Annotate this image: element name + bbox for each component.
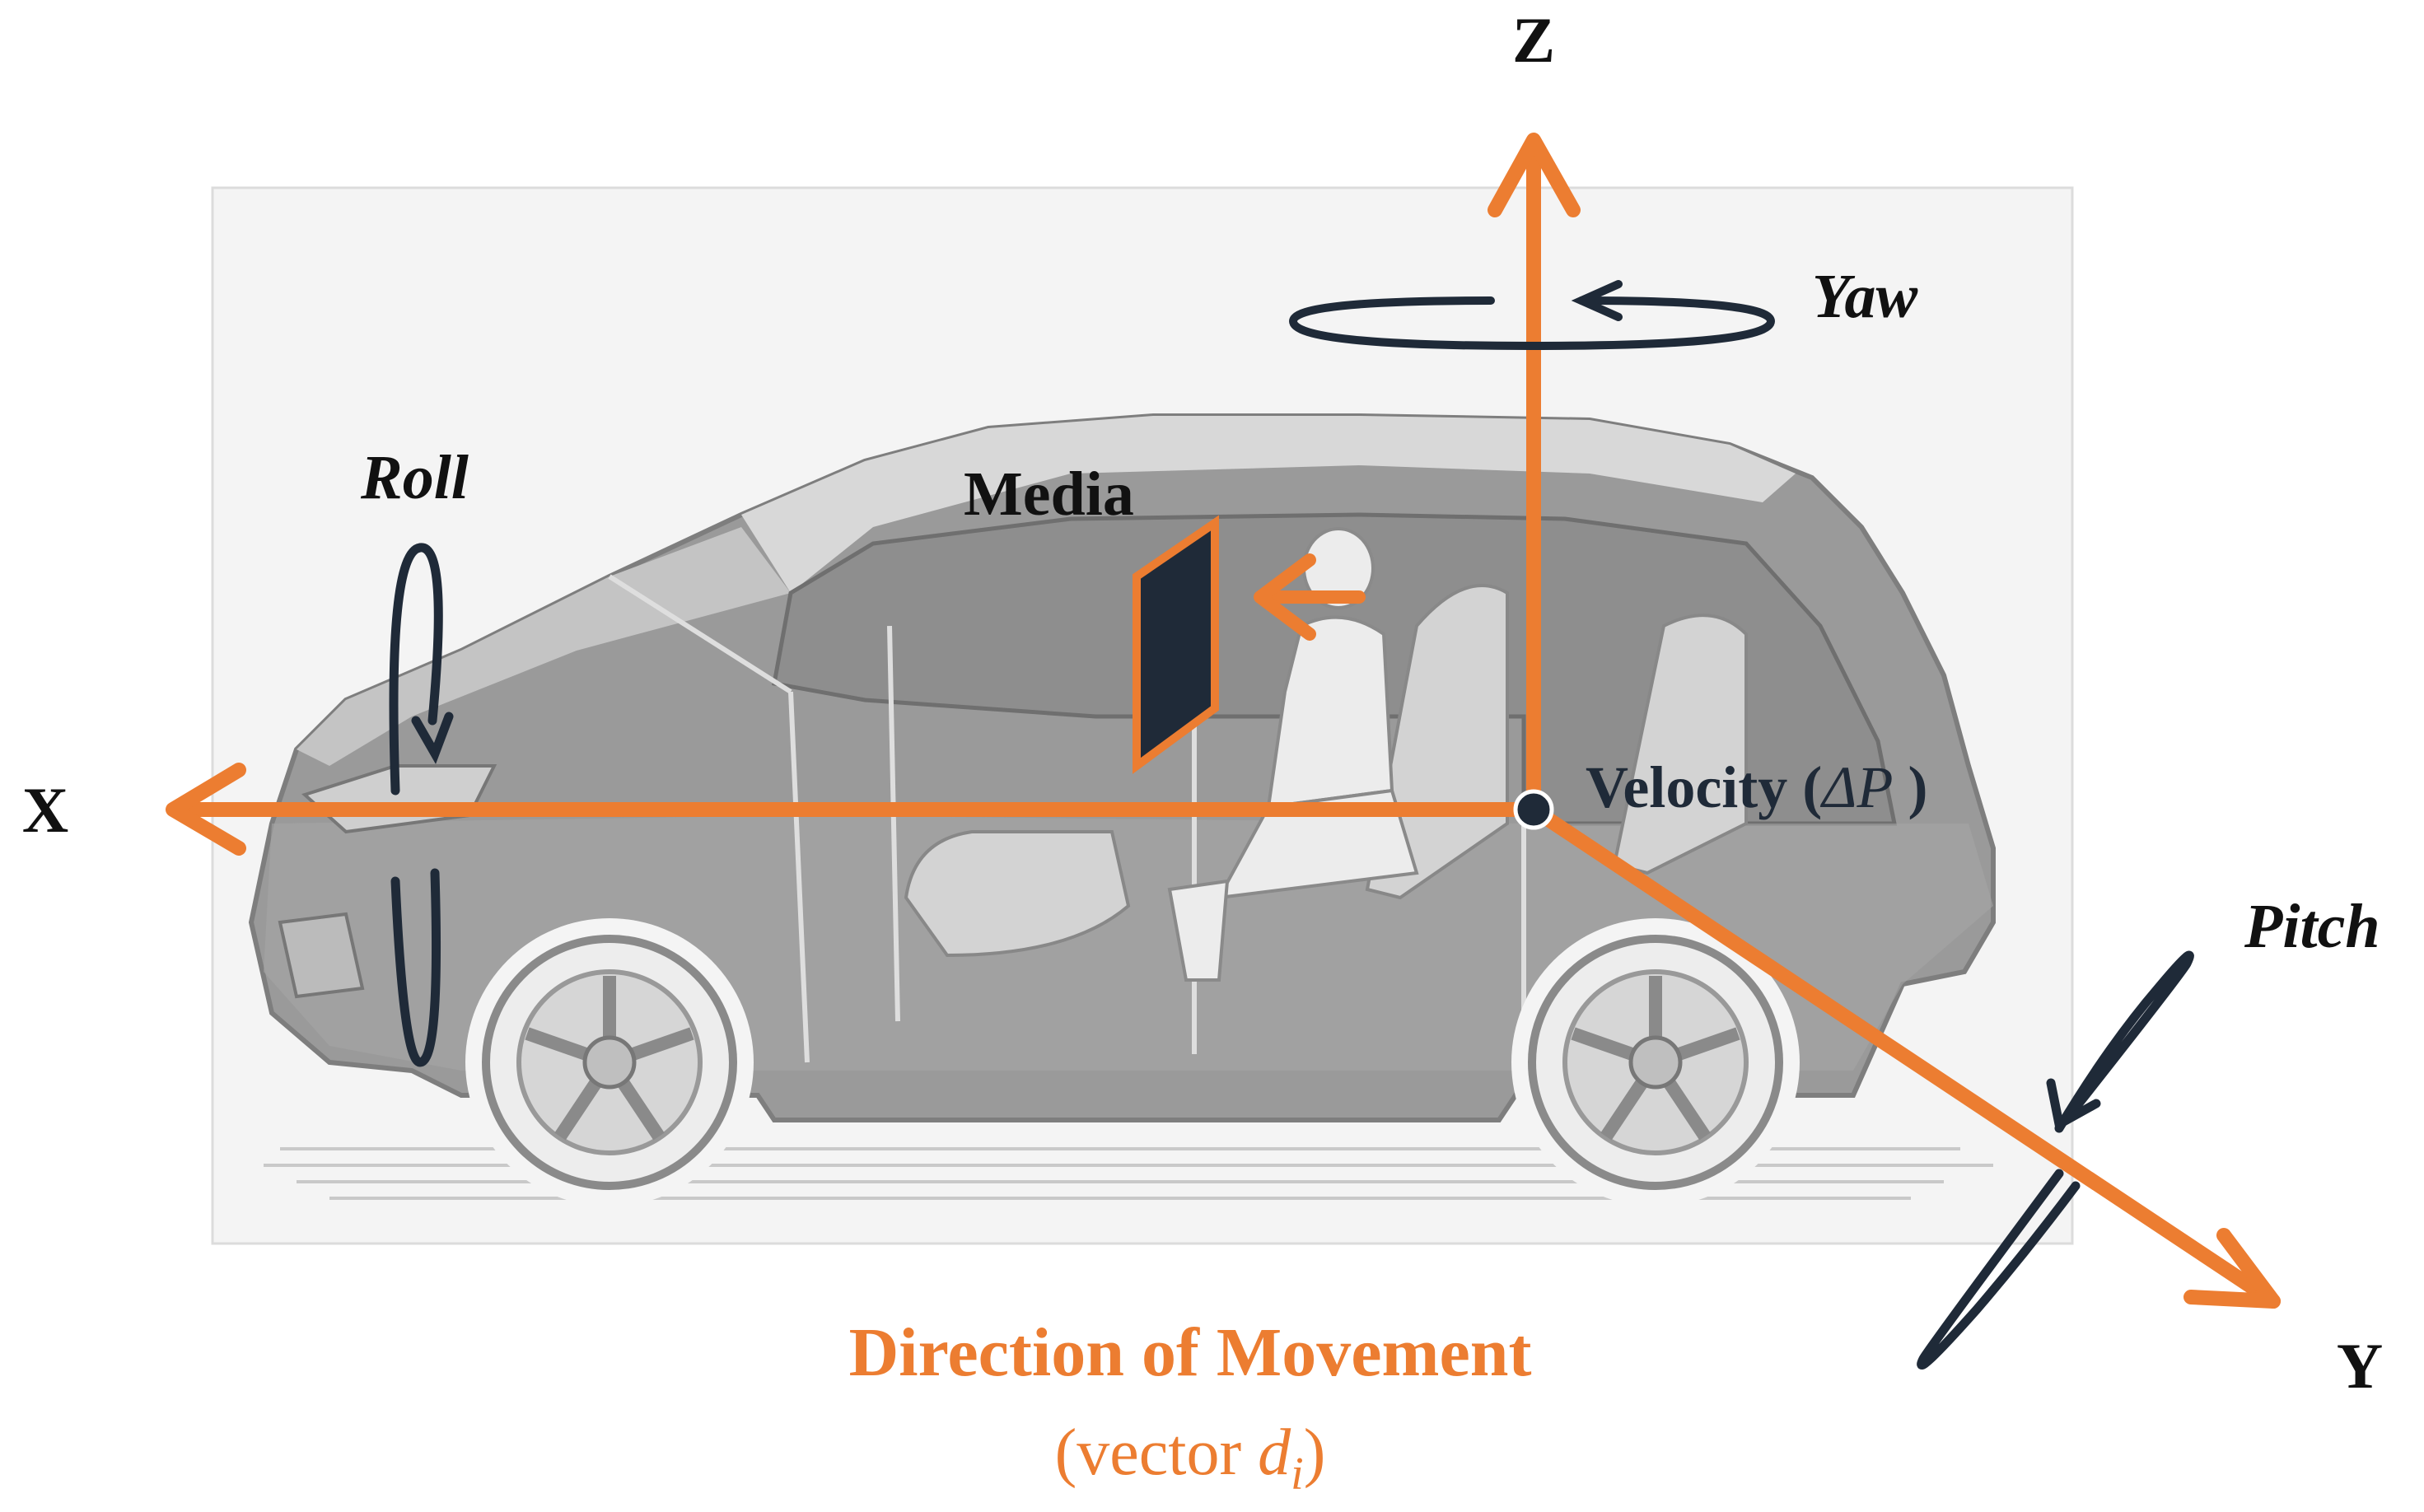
front-wheel: [465, 918, 754, 1206]
pitch-label: Pitch: [2244, 892, 2380, 961]
direction-title: Direction of Movement: [849, 1314, 1532, 1391]
velocity-origin-dot: [1513, 789, 1554, 830]
roll-rotation-icon: [389, 543, 454, 1067]
roll-label: Roll: [360, 443, 469, 512]
media-screen: [1133, 515, 1219, 774]
pitch-rotation-icon: [1917, 950, 2194, 1370]
gaze-arrow: [1254, 553, 1366, 641]
z-axis-label: Z: [1512, 4, 1555, 76]
y-axis-label: Y: [2337, 1330, 2383, 1402]
x-axis-arrow: [166, 763, 1541, 856]
rear-wheel: [1511, 918, 1800, 1206]
direction-subtitle: (vector di): [1055, 1416, 1326, 1500]
yaw-label: Yaw: [1812, 262, 1917, 331]
z-axis-arrow: [1488, 133, 1581, 817]
yaw-rotation-icon: [1288, 280, 1776, 351]
y-axis-arrow: [1526, 802, 2281, 1309]
velocity-label: Velocity (ΔP ): [1586, 754, 1928, 820]
media-label: Media: [964, 460, 1134, 529]
x-axis-label: X: [22, 774, 68, 846]
passenger-figure: [1167, 527, 1419, 982]
